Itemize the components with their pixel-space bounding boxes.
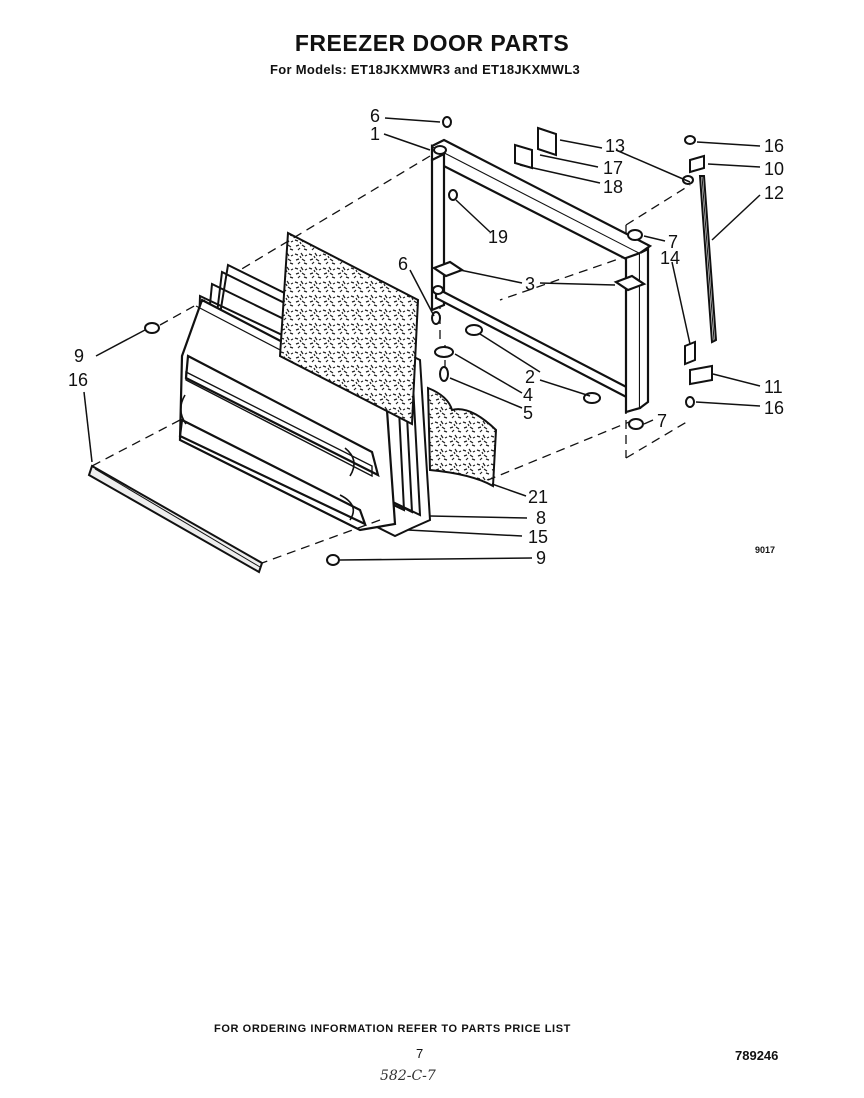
callout-20: 19	[488, 227, 508, 247]
callout-12: 12	[764, 183, 784, 203]
callout-11: 11	[764, 377, 783, 397]
callout-7-top: 7	[668, 232, 678, 252]
callout-10: 10	[764, 159, 784, 179]
callout-19: 18	[603, 177, 623, 197]
handwritten-note: 582-C-7	[380, 1068, 436, 1084]
model-subtitle: For Models: ET18JKXMWR3 and ET18JKXMWL3	[270, 62, 581, 77]
callout-16-top: 16	[764, 136, 784, 156]
callout-4: 4	[523, 385, 533, 405]
fasteners	[144, 116, 713, 566]
callout-18: 17	[603, 158, 623, 178]
callout-6-mid: 6	[398, 254, 408, 274]
page-number: 7	[416, 1046, 424, 1061]
callout-labels: 6 1 13 17 18 16 10 12 19 7 14 6 3 9 2 16…	[68, 106, 784, 568]
document-number: 789246	[735, 1048, 779, 1063]
hinge-rod	[698, 175, 718, 344]
callout-1: 1	[370, 124, 380, 144]
callout-21: 21	[528, 487, 548, 507]
callout-2: 2	[525, 367, 535, 387]
insulation-upper	[278, 231, 420, 426]
door-frame	[430, 138, 653, 414]
callout-9-bottom: 9	[536, 548, 546, 568]
figure-code: 9017	[755, 545, 775, 555]
callout-9-left: 9	[74, 346, 84, 366]
callout-8: 8	[536, 508, 546, 528]
callout-16-bottom: 16	[764, 398, 784, 418]
callout-6-top: 6	[370, 106, 380, 126]
callout-17: 16	[68, 370, 88, 390]
callout-14: 14	[660, 248, 680, 268]
callout-3: 3	[525, 274, 535, 294]
door-inner-shell	[178, 298, 397, 532]
callout-13: 13	[605, 136, 625, 156]
breaker-strip	[87, 464, 264, 574]
leader-lines	[83, 117, 761, 561]
callout-7-bottom: 7	[657, 411, 667, 431]
insulation-lower-21	[426, 386, 498, 488]
page-title: FREEZER DOOR PARTS	[294, 30, 570, 56]
cover-plates	[514, 126, 557, 170]
callout-15: 15	[528, 527, 548, 547]
ordering-note: FOR ORDERING INFORMATION REFER TO PARTS …	[214, 1023, 571, 1035]
callout-5: 5	[523, 403, 533, 423]
